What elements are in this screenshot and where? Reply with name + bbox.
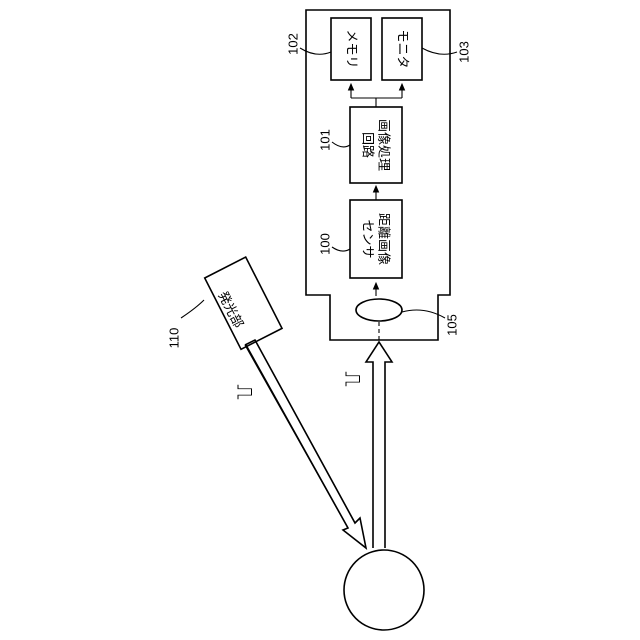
image-processor-label-line2: 回路 [360,132,376,158]
ref-101: 101 [318,129,351,151]
svg-text:103: 103 [457,41,472,63]
reflected-light-beam [366,342,392,548]
reflected-pulse-symbol: ⎍ [340,371,365,386]
svg-text:100: 100 [318,233,333,255]
memory-label: メモリ [344,29,359,68]
lens [356,299,402,340]
ref-102: 102 [286,33,332,55]
svg-text:105: 105 [445,314,460,336]
ref-100: 100 [318,233,351,255]
image-processor-block: 画像処理 回路 [350,107,402,183]
target-object [344,550,424,630]
svg-text:110: 110 [167,328,182,349]
distance-sensor-label-line2: センサ [360,219,375,258]
monitor-label: モニタ [395,29,410,68]
svg-text:102: 102 [286,33,301,55]
distance-sensor-label-line1: 距離画像 [376,213,391,265]
image-processor-label-line1: 画像処理 [376,119,391,171]
svg-text:101: 101 [318,129,333,151]
ref-105: 105 [402,310,460,336]
ref-103: 103 [422,41,472,63]
distance-sensor-block: 距離画像 センサ [350,200,402,278]
ref-110: 110 [167,300,205,348]
emitted-pulse-symbol: ⎍ [232,384,257,399]
memory-block: メモリ [331,18,371,80]
light-emitter-block: 発光部 [205,257,282,349]
monitor-block: モニタ [382,18,422,80]
processor-to-outputs-wire [351,98,402,107]
